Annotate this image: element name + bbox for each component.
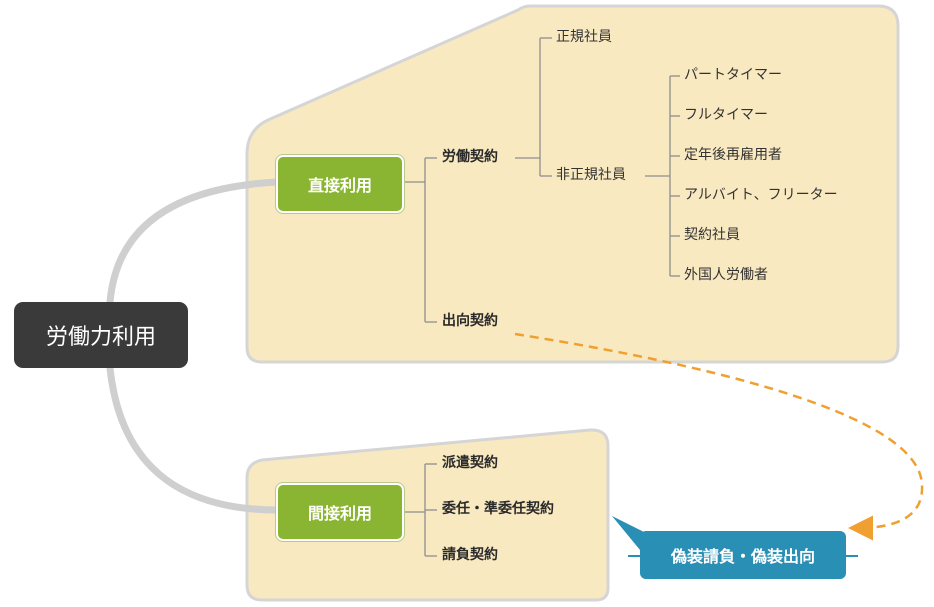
non-regular-item: 外国人労働者 bbox=[684, 267, 768, 283]
dispatch-contract-label: 派遣契約 bbox=[442, 455, 498, 471]
non-regular-item: 定年後再雇用者 bbox=[684, 147, 782, 163]
root-node[interactable]: 労働力利用 bbox=[14, 302, 188, 368]
disguised-contract-callout[interactable]: 偽装請負・偽装出向 bbox=[640, 531, 846, 579]
indirect-use-node[interactable]: 間接利用 bbox=[276, 483, 404, 541]
secondment-contract-label: 出向契約 bbox=[442, 313, 498, 329]
non-regular-employee-label: 非正規社員 bbox=[556, 167, 626, 183]
non-regular-item: アルバイト、フリーター bbox=[684, 187, 838, 203]
connector-root-indirect bbox=[106, 364, 282, 514]
labor-contract-label: 労働契約 bbox=[442, 149, 498, 165]
non-regular-item: フルタイマー bbox=[684, 107, 768, 123]
connector-root-direct bbox=[106, 178, 282, 306]
regular-employee-label: 正規社員 bbox=[556, 29, 612, 45]
subcontract-label: 請負契約 bbox=[442, 547, 498, 563]
secondment-dashed-arrow bbox=[514, 332, 924, 541]
direct-tree-lines bbox=[402, 37, 680, 323]
non-regular-item: 契約社員 bbox=[684, 227, 740, 243]
non-regular-item: パートタイマー bbox=[684, 67, 782, 83]
direct-use-node[interactable]: 直接利用 bbox=[276, 155, 404, 213]
mandate-contract-label: 委任・準委任契約 bbox=[442, 501, 554, 517]
indirect-tree-lines bbox=[402, 463, 437, 557]
direct-use-panel bbox=[245, 4, 900, 364]
indirect-use-panel bbox=[245, 428, 610, 602]
